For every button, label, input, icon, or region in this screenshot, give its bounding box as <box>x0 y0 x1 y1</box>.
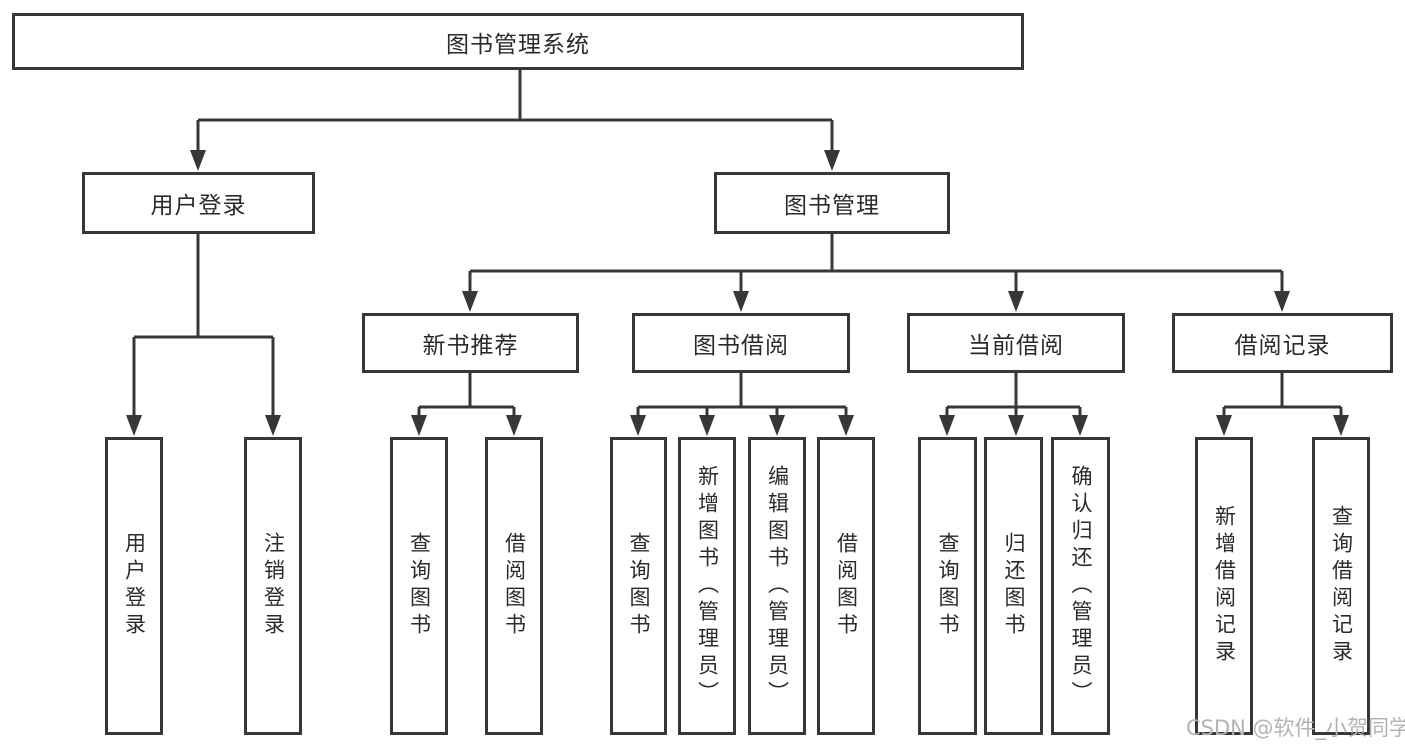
leaf-borrowing-edit-book-admin: 编辑图书（管理员） <box>748 437 806 735</box>
leaf-records-add-borrow-record-label: 新增借阅记录 <box>1212 505 1237 667</box>
leaf-current-confirm-return-admin-label: 确认归还（管理员） <box>1069 464 1093 708</box>
leaf-borrowing-borrow-book: 借阅图书 <box>817 437 875 735</box>
leaf-records-query-borrow-record: 查询借阅记录 <box>1312 437 1370 735</box>
leaf-records-add-borrow-record: 新增借阅记录 <box>1195 437 1253 735</box>
node-current-borrowing: 当前借阅 <box>907 313 1125 373</box>
leaf-user-login: 用户登录 <box>105 437 163 735</box>
node-user-login: 用户登录 <box>82 172 315 234</box>
leaf-records-query-borrow-record-label: 查询借阅记录 <box>1329 505 1354 667</box>
leaf-borrowing-add-book-admin: 新增图书（管理员） <box>678 437 736 735</box>
leaf-user-login-label: 用户登录 <box>122 532 147 640</box>
leaf-current-query-book: 查询图书 <box>918 437 977 735</box>
leaf-current-return-book-label: 归还图书 <box>1002 532 1026 640</box>
csdn-watermark: CSDN @软件_小贺同学 <box>1186 716 1405 740</box>
leaf-logout-login-label: 注销登录 <box>261 532 286 640</box>
leaf-borrowing-query-book: 查询图书 <box>610 437 667 735</box>
leaf-current-query-book-label: 查询图书 <box>936 532 960 640</box>
leaf-current-return-book: 归还图书 <box>984 437 1043 735</box>
leaf-recommend-borrow-book: 借阅图书 <box>485 437 543 735</box>
leaf-borrowing-query-book-label: 查询图书 <box>627 532 651 640</box>
leaf-recommend-query-book: 查询图书 <box>390 437 448 735</box>
node-borrowing-records: 借阅记录 <box>1172 313 1393 373</box>
node-book-management: 图书管理 <box>714 172 950 234</box>
leaf-recommend-borrow-book-label: 借阅图书 <box>502 532 527 640</box>
leaf-borrowing-add-book-admin-label: 新增图书（管理员） <box>695 464 720 708</box>
node-book-borrowing: 图书借阅 <box>632 313 850 373</box>
leaf-recommend-query-book-label: 查询图书 <box>407 532 432 640</box>
node-root: 图书管理系统 <box>12 13 1024 70</box>
leaf-borrowing-edit-book-admin-label: 编辑图书（管理员） <box>765 464 790 708</box>
leaf-logout-login: 注销登录 <box>244 437 302 735</box>
leaf-current-confirm-return-admin: 确认归还（管理员） <box>1051 437 1110 735</box>
node-new-book-recommend: 新书推荐 <box>362 313 579 373</box>
leaf-borrowing-borrow-book-label: 借阅图书 <box>834 532 859 640</box>
